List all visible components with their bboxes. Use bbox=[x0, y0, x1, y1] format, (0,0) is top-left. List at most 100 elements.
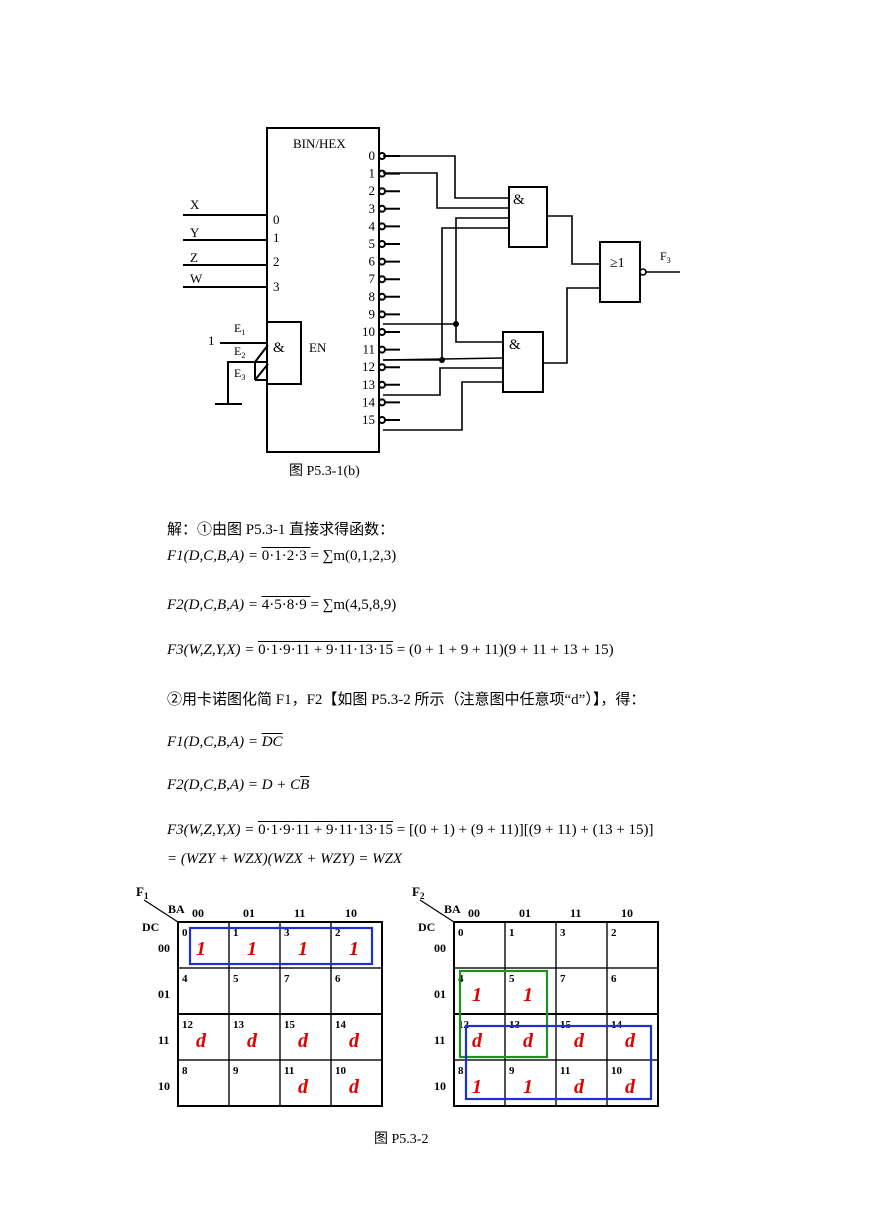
kmap-cell-index: 10 bbox=[611, 1065, 623, 1077]
f3-line2: = (WZY + WZX)(WZX + WZY) = WZX bbox=[167, 851, 403, 867]
decoder-input-3: 3 bbox=[273, 279, 280, 294]
output-bubble bbox=[378, 328, 386, 336]
input-signal-y: Y bbox=[190, 225, 200, 240]
kmap-cell-index: 1 bbox=[509, 927, 515, 939]
kmap-row-label: 10 bbox=[434, 1079, 446, 1093]
kmap-row-label: 00 bbox=[158, 941, 170, 955]
and-gate-2 bbox=[502, 331, 544, 393]
kmap-cell-index: 7 bbox=[560, 973, 566, 985]
f3-simpl-product: 0·1·9·11 + 9·11·13·15 bbox=[258, 822, 393, 838]
and-gate-1 bbox=[508, 186, 548, 248]
kmap-cell-value: 1 bbox=[472, 1076, 482, 1098]
decoder-output-label: 5 bbox=[369, 236, 376, 251]
enable-pin-e3: E3 bbox=[234, 366, 245, 382]
f3-lhs: F3(W,Z,Y,X) = bbox=[167, 642, 255, 658]
kmap-col-label: 10 bbox=[621, 906, 633, 920]
f3-rhs: = (0 + 1 + 9 + 11)(9 + 11 + 13 + 15) bbox=[396, 642, 614, 658]
kmap-cell-index: 12 bbox=[182, 1019, 194, 1031]
f2-simpl-a: D + C bbox=[261, 777, 301, 793]
f1-simpl-result: DC bbox=[261, 734, 283, 750]
kmap-col-label: 11 bbox=[294, 906, 305, 920]
f2-term: 4 bbox=[261, 597, 270, 613]
f1-rhs: = ∑m(0,1,2,3) bbox=[310, 548, 397, 564]
kmap-col-label: 00 bbox=[192, 906, 204, 920]
kmap-cell-index: 9 bbox=[233, 1065, 239, 1077]
decoder-output-label: 9 bbox=[369, 306, 376, 321]
kmap-diagonal bbox=[419, 899, 455, 923]
kmap-col-label: 01 bbox=[519, 906, 531, 920]
kmap-cell-value: d bbox=[247, 1030, 258, 1052]
decoder-output-label: 12 bbox=[362, 359, 375, 374]
kmap-diagonal bbox=[143, 899, 179, 923]
f3-line: F3(W,Z,Y,X) = 0·1·9·11 + 9·11·13·15 = (0… bbox=[167, 642, 614, 659]
kmap-cell-index: 7 bbox=[284, 973, 290, 985]
kmap-cell-value: d bbox=[298, 1076, 309, 1098]
decoder-input-1: 1 bbox=[273, 230, 280, 245]
kmap-cell-index: 5 bbox=[509, 973, 515, 985]
output-bubble bbox=[378, 345, 386, 354]
decoder-output-label: 3 bbox=[369, 201, 376, 216]
kmap-title: F1 bbox=[136, 884, 149, 901]
kmap-row-label: 11 bbox=[158, 1033, 169, 1047]
decoder-title: BIN/HEX bbox=[293, 136, 346, 151]
output-label-f3: F3 bbox=[660, 249, 671, 265]
enable-pin-e1: E1 bbox=[234, 321, 245, 337]
kmap-cell-index: 13 bbox=[233, 1019, 245, 1031]
kmap-title: F2 bbox=[412, 884, 425, 901]
kmap-cell-value: 1 bbox=[196, 938, 206, 960]
f2-term: 8 bbox=[286, 597, 295, 613]
kmap-cell-index: 0 bbox=[458, 927, 464, 939]
decoder-output-label: 14 bbox=[362, 394, 376, 409]
output-bubble bbox=[378, 204, 386, 213]
kmap-col-label: 00 bbox=[468, 906, 480, 920]
kmap-cell-index: 10 bbox=[335, 1065, 347, 1077]
kmap-row-header: DC bbox=[418, 920, 435, 934]
kmap-cell-value: d bbox=[472, 1030, 483, 1052]
output-bubble bbox=[378, 222, 386, 231]
kmap-row-label: 10 bbox=[158, 1079, 170, 1093]
circuit-caption: 图 P5.3-1(b) bbox=[289, 464, 360, 479]
output-bubble bbox=[378, 240, 386, 248]
kmap-cell-value: 1 bbox=[523, 1076, 533, 1098]
f2-rhs: = ∑m(4,5,8,9) bbox=[310, 597, 397, 613]
f1-term: 0 bbox=[261, 548, 270, 564]
output-bubble bbox=[378, 310, 386, 319]
output-bubble bbox=[378, 292, 386, 301]
kmap-col-label: 11 bbox=[570, 906, 581, 920]
output-bubble bbox=[378, 257, 386, 266]
kmap-row-label: 01 bbox=[434, 987, 446, 1001]
input-signal-x: X bbox=[190, 197, 200, 212]
f1-simpl-lhs: F1(D,C,B,A) = bbox=[167, 734, 258, 750]
kmap-col-label: 10 bbox=[345, 906, 357, 920]
decoder-output-label: 2 bbox=[369, 183, 376, 198]
input-signal-z: Z bbox=[190, 250, 198, 265]
enable-const: 1 bbox=[208, 333, 215, 348]
decoder-output-label: 6 bbox=[369, 254, 376, 269]
f2-line: F2(D,C,B,A) = 4·5·8·9 = ∑m(4,5,8,9) bbox=[167, 597, 396, 614]
f1-product: 0·1·2·3 bbox=[261, 548, 307, 564]
kmap-col-header: BA bbox=[168, 902, 185, 916]
kmap-cell-value: 1 bbox=[472, 984, 482, 1006]
kmap-cell-value: d bbox=[196, 1030, 207, 1052]
kmap-cell-value: d bbox=[349, 1030, 360, 1052]
f1-line: F1(D,C,B,A) = 0·1·2·3 = ∑m(0,1,2,3) bbox=[167, 548, 396, 565]
decoder-output-label: 1 bbox=[369, 166, 376, 181]
kmap-cell-value: d bbox=[574, 1076, 585, 1098]
kmap-row-label: 00 bbox=[434, 941, 446, 955]
f2-term: 9 bbox=[299, 597, 307, 613]
kmap-group-loop bbox=[464, 1024, 653, 1101]
kmap-cell-value: d bbox=[523, 1030, 534, 1052]
decoder-output-label: 15 bbox=[362, 412, 375, 427]
kmap-cell-index: 14 bbox=[335, 1019, 347, 1031]
kmap-cell-index: 15 bbox=[284, 1019, 296, 1031]
kmap-group-loop bbox=[188, 926, 374, 966]
f2-simplified: F2(D,C,B,A) = D + CB bbox=[167, 777, 309, 794]
f1-term: 1 bbox=[274, 548, 282, 564]
kmap-cell-index: 12 bbox=[458, 1019, 470, 1031]
kmap-cell-value: 1 bbox=[523, 984, 533, 1006]
kmap-cell-index: 5 bbox=[233, 973, 239, 985]
decoder-output-label: 8 bbox=[369, 289, 376, 304]
decoder-output-label: 13 bbox=[362, 377, 375, 392]
kmap-cell-index: 11 bbox=[560, 1065, 570, 1077]
enable-and-box bbox=[266, 321, 302, 385]
